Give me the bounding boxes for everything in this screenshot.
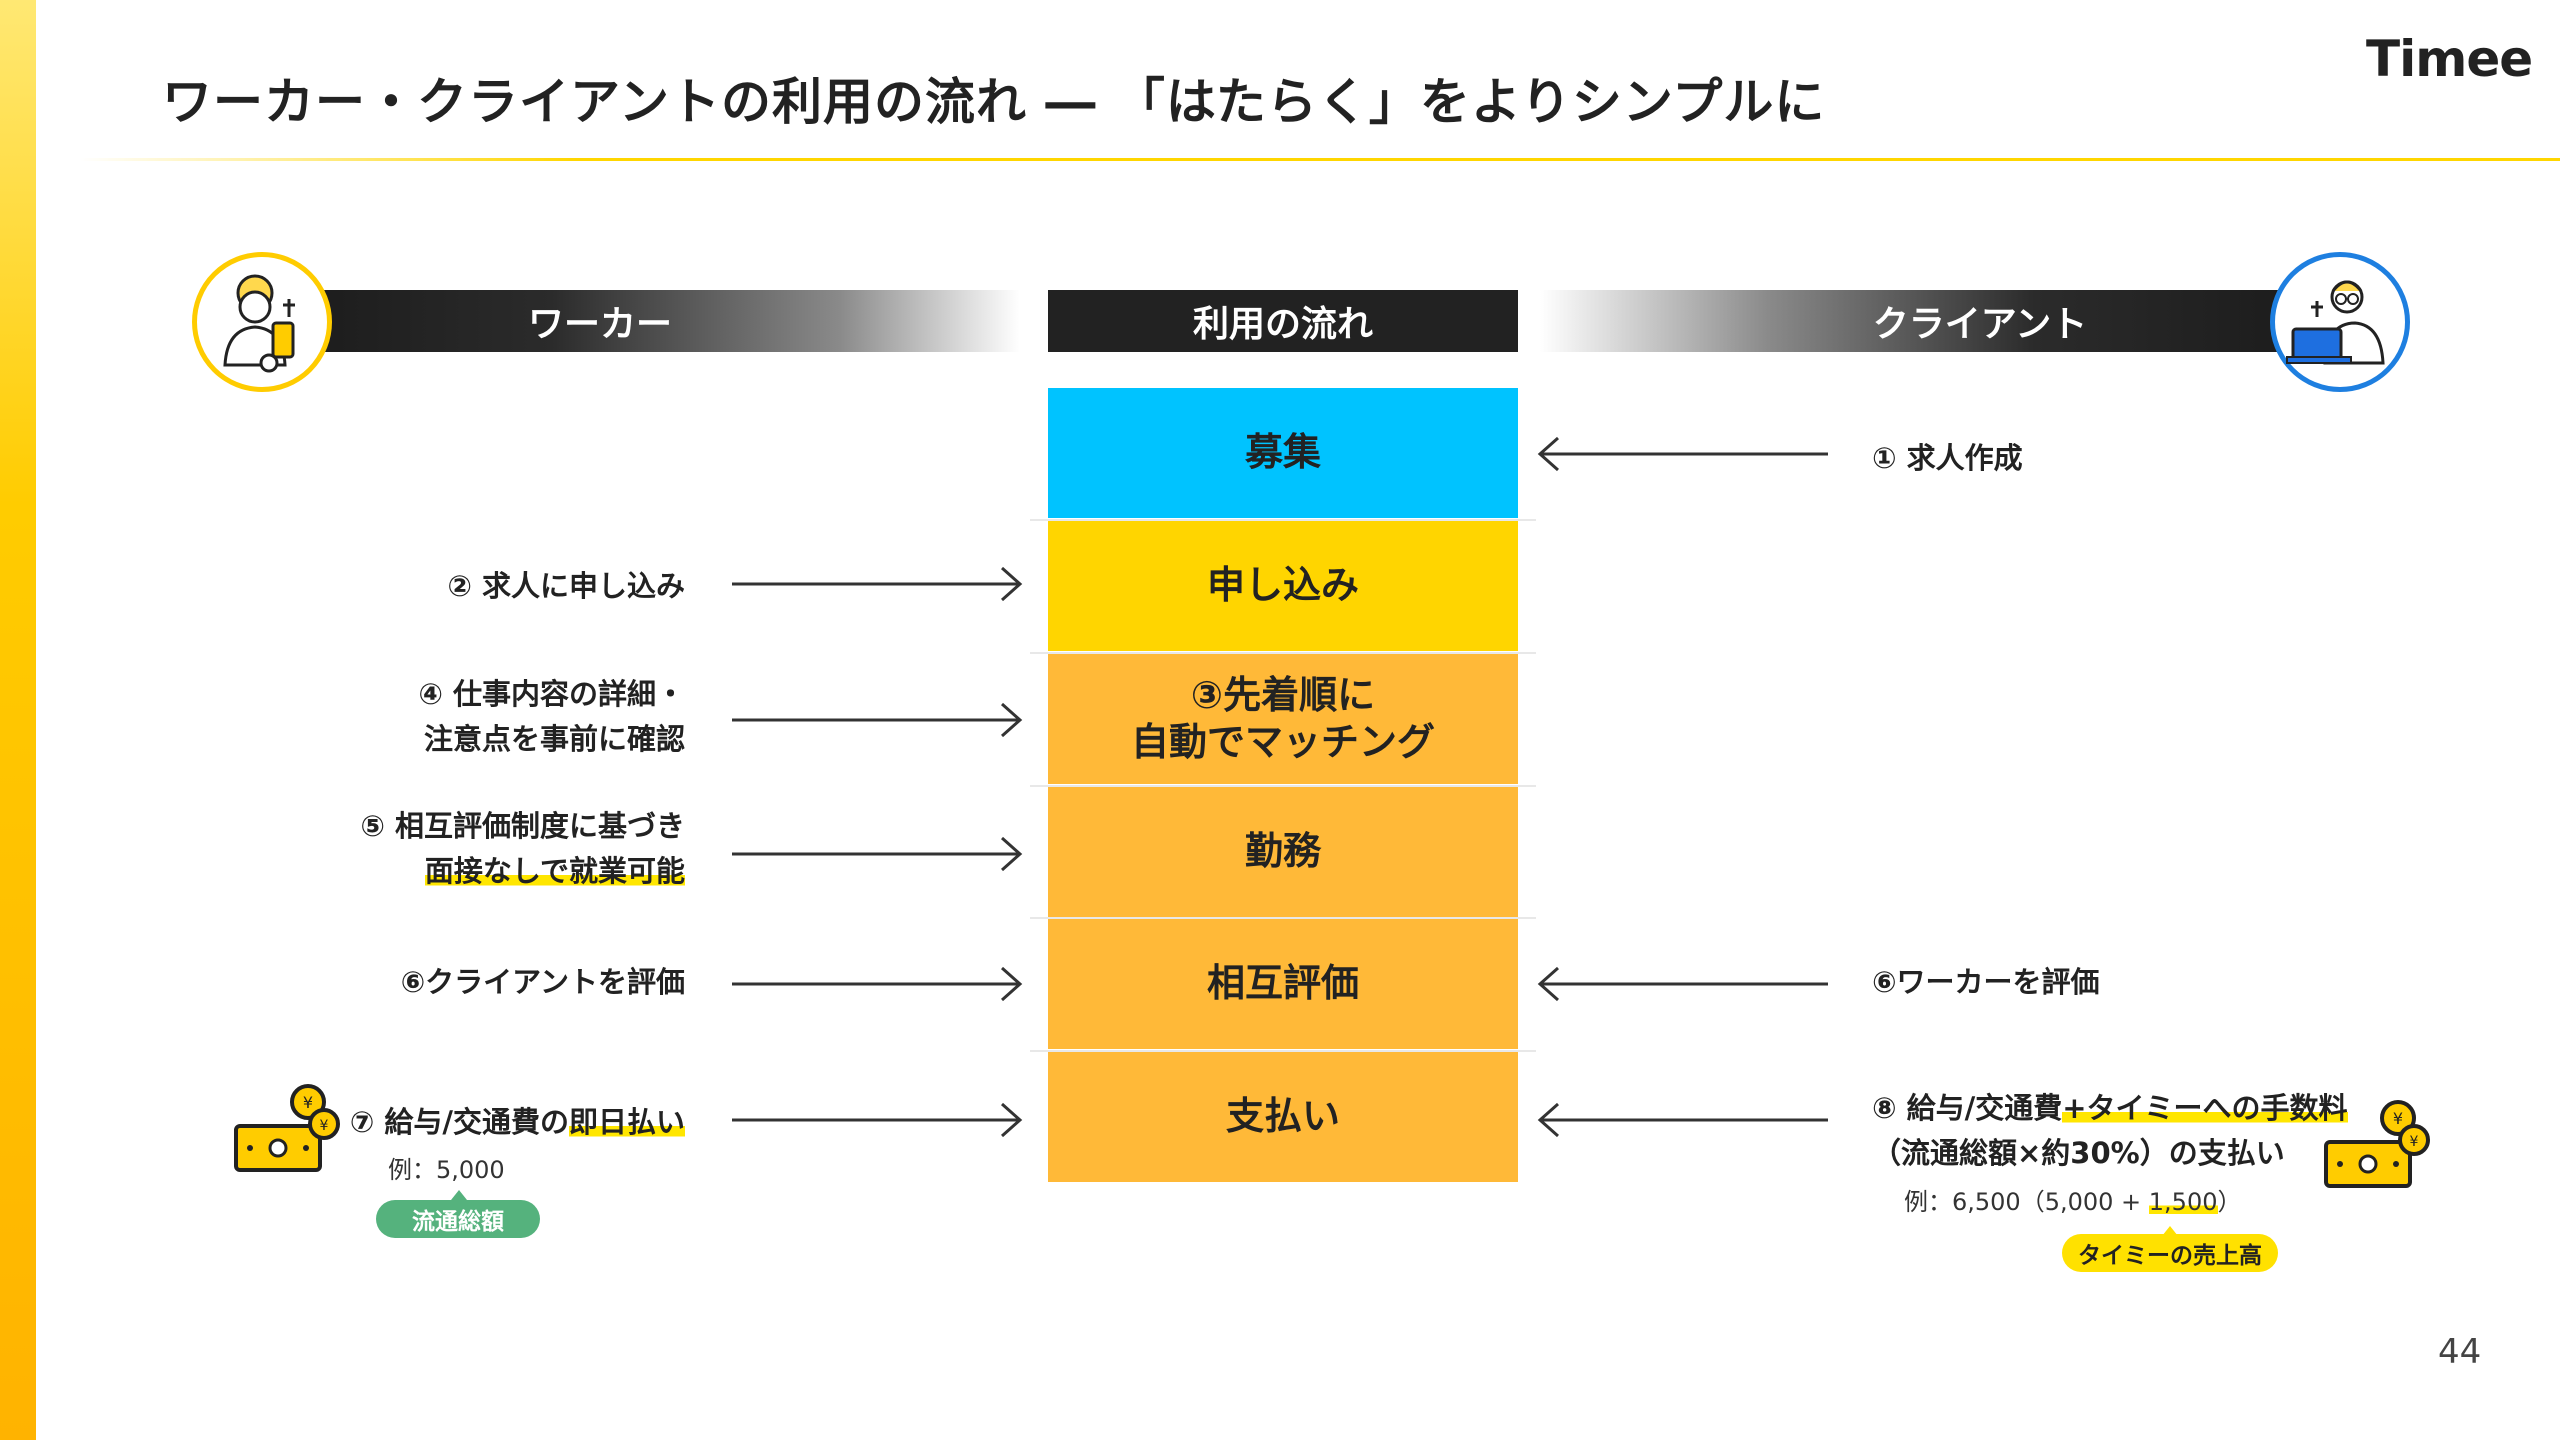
client-tag-pointer xyxy=(2162,1226,2178,1236)
worker-arrow-check xyxy=(732,702,1023,738)
client-post-label: ① 求人作成 xyxy=(1872,441,2023,475)
client-arrow-post xyxy=(1537,436,1828,472)
worker-pay-prefix: ⑦ 給与/交通費の xyxy=(349,1105,569,1139)
worker-arrow-apply xyxy=(732,566,1023,602)
worker-header-bar: ワーカー xyxy=(300,290,1020,352)
worker-review-text: ⑥クライアントを評価 xyxy=(400,965,685,999)
worker-interview-label: ⑤ 相互評価制度に基づき 面接なしで就業可能 xyxy=(255,804,685,894)
client-pay-prefix: ⑧ 給与/交通費 xyxy=(1872,1091,2063,1125)
worker-check-label: ④ 仕事内容の詳細・ 注意点を事前に確認 xyxy=(255,672,685,762)
worker-apply-label: ② 求人に申し込み xyxy=(255,564,685,609)
money-icon: ¥ ¥ xyxy=(234,1084,340,1172)
svg-text:¥: ¥ xyxy=(2410,1134,2419,1150)
flow-header-bar: 利用の流れ xyxy=(1048,290,1518,352)
svg-text:¥: ¥ xyxy=(2393,1109,2403,1128)
worker-tag-gmv: 流通総額 xyxy=(376,1200,540,1238)
client-tag-revenue: タイミーの売上高 xyxy=(2062,1234,2278,1272)
timee-logo: Timee xyxy=(2366,30,2533,88)
client-example-suffix: ） xyxy=(2217,1188,2242,1216)
title-underline xyxy=(80,158,2560,161)
step-recruit: 募集 xyxy=(1048,388,1518,518)
accent-side-bar xyxy=(0,0,36,1440)
worker-avatar-icon xyxy=(192,252,332,392)
page-number: 44 xyxy=(2438,1332,2482,1372)
step-payment: 支払い xyxy=(1048,1052,1518,1182)
worker-check-line2: 注意点を事前に確認 xyxy=(423,721,685,756)
client-example-prefix: 例：6,500（5,000 + xyxy=(1904,1188,2149,1216)
client-pay-highlight: +タイミーへの手数料 xyxy=(2062,1091,2348,1125)
worker-arrow-pay xyxy=(732,1102,1023,1138)
worker-pay-label: ⑦ 給与/交通費の即日払い xyxy=(255,1100,685,1145)
page-title: ワーカー・クライアントの利用の流れ ― 「はたらく」をよりシンプルに xyxy=(162,73,1826,131)
client-review-label: ⑥ワーカーを評価 xyxy=(1872,965,2100,999)
worker-header-label: ワーカー xyxy=(527,304,672,345)
step-apply: 申し込み xyxy=(1048,521,1518,651)
worker-check-line1: ④ 仕事内容の詳細・ xyxy=(418,677,685,711)
money-icon: ¥ ¥ xyxy=(2324,1100,2430,1188)
worker-pay-example: 例：5,000 xyxy=(388,1156,505,1184)
step-divider xyxy=(1030,652,1536,654)
client-pay-line2: （流通総額×約30%）の支払い xyxy=(1872,1135,2285,1170)
step-matching: ③先着順に 自動でマッチング xyxy=(1048,654,1518,784)
step-divider xyxy=(1030,785,1536,787)
worker-pay-highlight: 即日払い xyxy=(568,1105,685,1139)
client-example-highlight: 1,500 xyxy=(2148,1188,2218,1216)
worker-interview-line2: 面接なしで就業可能 xyxy=(424,853,685,888)
worker-interview-line1: ⑤ 相互評価制度に基づき xyxy=(360,809,685,843)
worker-arrow-work xyxy=(732,836,1023,872)
step-divider xyxy=(1030,519,1536,521)
worker-apply-text: ② 求人に申し込み xyxy=(447,569,685,603)
client-arrow-review xyxy=(1537,966,1828,1002)
client-header-bar: クライアント xyxy=(1540,290,2300,352)
client-pay-example: 例：6,500（5,000 + 1,500） xyxy=(1904,1182,2242,1217)
worker-tag-pointer xyxy=(451,1190,467,1200)
client-avatar-icon xyxy=(2270,252,2410,392)
worker-arrow-review xyxy=(732,966,1023,1002)
step-divider xyxy=(1030,917,1536,919)
client-pay-label: ⑧ 給与/交通費+タイミーへの手数料 （流通総額×約30%）の支払い xyxy=(1872,1086,2348,1176)
step-mutual-review: 相互評価 xyxy=(1048,919,1518,1049)
step-divider xyxy=(1030,1050,1536,1052)
worker-review-label: ⑥クライアントを評価 xyxy=(255,960,685,1005)
client-header-label: クライアント xyxy=(1872,304,2088,345)
svg-text:¥: ¥ xyxy=(303,1093,313,1112)
svg-text:¥: ¥ xyxy=(320,1118,329,1134)
flow-header-label: 利用の流れ xyxy=(1192,304,1373,345)
client-arrow-pay xyxy=(1537,1102,1828,1138)
step-work: 勤務 xyxy=(1048,787,1518,917)
